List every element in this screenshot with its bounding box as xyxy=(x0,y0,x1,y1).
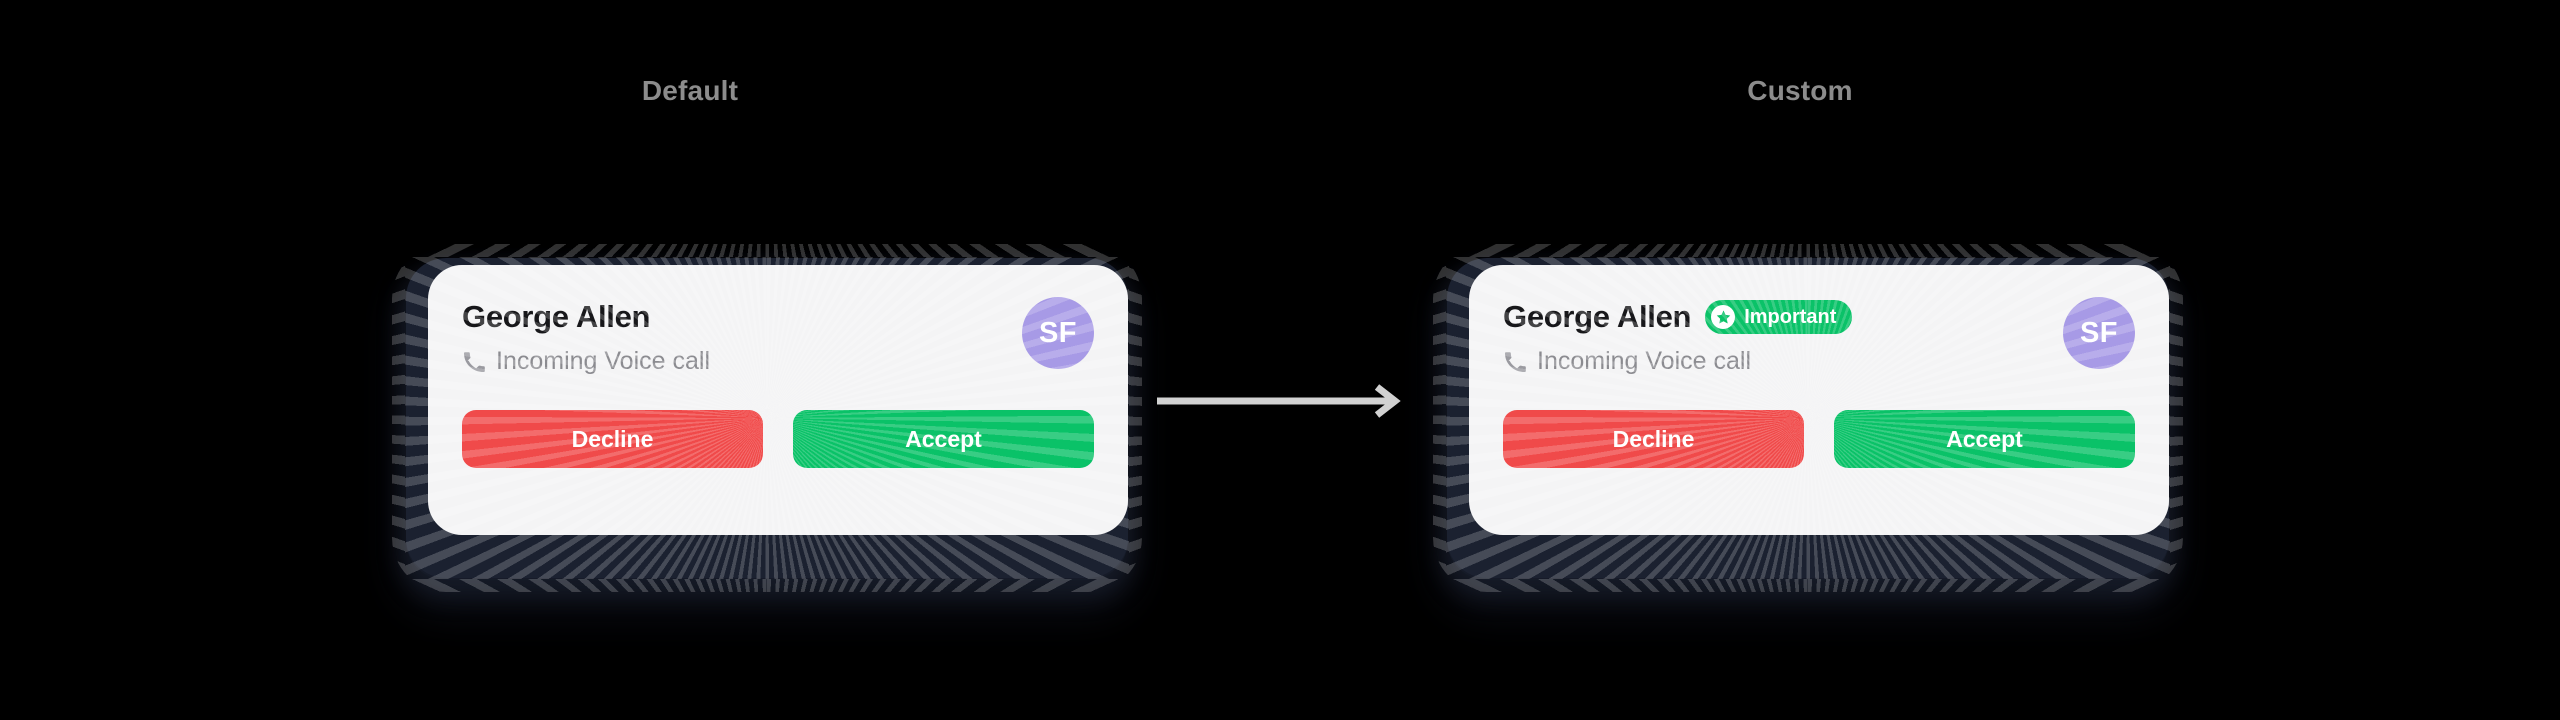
accept-button[interactable]: Accept xyxy=(1834,410,2135,468)
title-row: George Allen xyxy=(462,297,710,337)
section-caption-custom: Custom xyxy=(1747,75,1853,106)
subtitle-text: Incoming Voice call xyxy=(1537,347,1752,375)
caller-name: George Allen xyxy=(1503,299,1692,334)
status-badge-important[interactable]: Important xyxy=(1705,300,1853,334)
title-row: George Allen Important xyxy=(1503,297,1853,337)
accept-button[interactable]: Accept xyxy=(793,410,1094,468)
section-caption-default: Default xyxy=(641,75,739,106)
action-buttons-row: Decline Accept xyxy=(462,410,1094,468)
caller-name: George Allen xyxy=(462,299,651,334)
notification-device-custom: George Allen Important xyxy=(1447,258,2169,578)
card-header-text: George Allen Incoming Voice call xyxy=(462,295,710,376)
card-header: George Allen Important xyxy=(1503,295,2135,376)
phone-icon xyxy=(1505,351,1526,372)
status-badge-label: Important xyxy=(1744,306,1837,328)
avatar[interactable]: SF xyxy=(2063,297,2135,369)
notification-card-custom[interactable]: George Allen Important xyxy=(1469,265,2169,535)
subtitle-row: Incoming Voice call xyxy=(1503,347,1852,376)
subtitle-text: Incoming Voice call xyxy=(496,347,711,375)
star-icon xyxy=(1711,305,1736,329)
phone-icon xyxy=(464,351,485,372)
decline-button[interactable]: Decline xyxy=(462,410,763,468)
card-header-text: George Allen Important xyxy=(1503,295,1853,376)
card-header: George Allen Incoming Voice call SF xyxy=(462,295,1094,376)
notification-device-default: George Allen Incoming Voice call SF Decl… xyxy=(406,258,1128,578)
decline-button[interactable]: Decline xyxy=(1503,410,1804,468)
notification-card-default[interactable]: George Allen Incoming Voice call SF Decl… xyxy=(428,265,1128,535)
subtitle-row: Incoming Voice call xyxy=(462,347,710,376)
action-buttons-row: Decline Accept xyxy=(1503,410,2135,468)
arrow-right-icon xyxy=(1157,384,1401,418)
avatar[interactable]: SF xyxy=(1022,297,1094,369)
